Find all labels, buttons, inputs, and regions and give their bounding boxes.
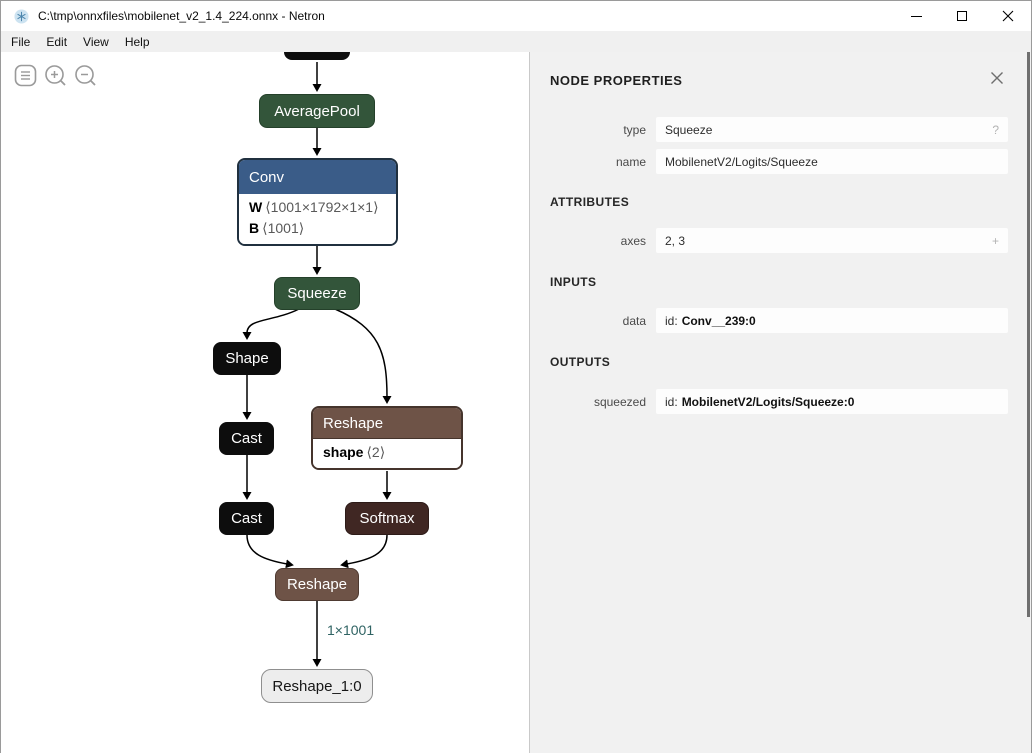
node-properties-panel: NODE PROPERTIES type Squeeze ? name Mobi… (530, 52, 1031, 753)
squeezed-output-row: squeezed id: MobilenetV2/Logits/Squeeze:… (550, 389, 1008, 414)
data-input-row: data id: Conv__239:0 (550, 308, 1008, 333)
node-attr-row: W⟨1001×1792×1×1⟩ (239, 197, 396, 218)
node-label: Reshape (286, 576, 348, 593)
type-field[interactable]: Squeeze ? (656, 117, 1008, 142)
node-label: Conv (249, 168, 285, 186)
graph-node-cast-1[interactable]: Cast (219, 422, 274, 455)
menu-edit[interactable]: Edit (46, 34, 68, 49)
menu-icon (21, 71, 30, 80)
node-attr-row: B⟨1001⟩ (239, 218, 396, 239)
minimize-icon (910, 15, 922, 17)
node-label: Reshape_1:0 (272, 677, 362, 695)
id-prefix: id: (665, 394, 678, 409)
window-controls (893, 1, 1031, 31)
minimize-button[interactable] (893, 1, 939, 31)
axes-label: axes (620, 233, 646, 248)
attr-name: B (249, 220, 260, 236)
node-label: Cast (231, 430, 262, 447)
window-title: C:\tmp\onnxfiles\mobilenet_v2_1.4_224.on… (38, 9, 325, 23)
attr-value: ⟨1001×1792×1×1⟩ (265, 199, 379, 215)
attr-name: shape (323, 444, 364, 460)
menu-view[interactable]: View (83, 34, 109, 49)
inputs-section-header: INPUTS (550, 275, 597, 289)
graph-node-cast-2[interactable]: Cast (219, 502, 274, 535)
name-field[interactable]: MobilenetV2/Logits/Squeeze (656, 149, 1008, 174)
menu-bar: File Edit View Help (1, 31, 1031, 52)
node-body: W⟨1001×1792×1×1⟩ B⟨1001⟩ (239, 194, 396, 244)
attr-name: W (249, 199, 263, 215)
maximize-icon (957, 11, 967, 21)
graph-node-shape[interactable]: Shape (213, 342, 281, 375)
zoom-out-icon (75, 65, 96, 86)
menu-help[interactable]: Help (124, 34, 150, 49)
panel-title: NODE PROPERTIES (550, 73, 683, 88)
graph-node-reshape-2[interactable]: Reshape (275, 568, 359, 601)
graph-edges (242, 62, 392, 667)
name-label: name (615, 154, 646, 169)
data-field[interactable]: id: Conv__239:0 (656, 308, 1008, 333)
type-label: type (623, 122, 646, 137)
graph-node-squeeze[interactable]: Squeeze (274, 277, 360, 310)
model-properties-button[interactable] (14, 64, 37, 87)
panel-scrollbar[interactable] (1027, 52, 1030, 617)
node-body: shape⟨2⟩ (313, 439, 461, 468)
node-label: Squeeze (287, 285, 347, 302)
node-label: Reshape (323, 414, 384, 432)
data-id-value: Conv__239:0 (681, 313, 756, 328)
node-label: Cast (231, 510, 262, 527)
type-help-icon[interactable]: ? (992, 122, 999, 137)
id-prefix: id: (665, 313, 678, 328)
name-row: name MobilenetV2/Logits/Squeeze (550, 149, 1008, 174)
graph-node-conv[interactable]: Conv W⟨1001×1792×1×1⟩ B⟨1001⟩ (237, 158, 398, 246)
netron-logo-icon (14, 8, 29, 24)
graph-node-reshape-1[interactable]: Reshape shape⟨2⟩ (311, 406, 463, 470)
node-attr-row: shape⟨2⟩ (313, 442, 461, 463)
menu-file[interactable]: File (11, 34, 31, 49)
squeezed-label: squeezed (593, 394, 646, 409)
edge-dimension-label: 1×1001 (327, 622, 375, 638)
node-label: AveragePool (274, 102, 360, 120)
zoom-in-icon (45, 65, 66, 86)
zoom-out-button[interactable] (74, 64, 97, 87)
type-value: Squeeze (665, 122, 713, 137)
graph-canvas[interactable]: AveragePool Conv W⟨1001×1792×1×1⟩ B⟨1001… (1, 52, 530, 753)
attr-value: ⟨1001⟩ (262, 220, 305, 236)
close-icon (1002, 10, 1014, 22)
axes-expand-icon[interactable]: + (991, 233, 999, 248)
graph-node-clipped[interactable] (284, 52, 350, 60)
attributes-section-header: ATTRIBUTES (550, 195, 630, 209)
close-icon (991, 72, 1003, 84)
axes-row: axes 2, 3 + (550, 228, 1008, 253)
close-button[interactable] (985, 1, 1031, 31)
graph-node-output-reshape-1-0[interactable]: Reshape_1:0 (261, 669, 373, 703)
panel-close-button[interactable] (990, 71, 1004, 85)
graph-node-softmax[interactable]: Softmax (345, 502, 429, 535)
maximize-button[interactable] (939, 1, 985, 31)
node-header: Reshape (313, 408, 461, 439)
node-label: Softmax (359, 510, 415, 527)
squeezed-field[interactable]: id: MobilenetV2/Logits/Squeeze:0 (656, 389, 1008, 414)
data-label: data (622, 313, 646, 328)
graph-node-averagepool[interactable]: AveragePool (259, 94, 375, 128)
node-label: Shape (225, 350, 269, 367)
node-header: Conv (239, 160, 396, 194)
title-bar: C:\tmp\onnxfiles\mobilenet_v2_1.4_224.on… (1, 1, 1031, 31)
attr-value: ⟨2⟩ (366, 444, 386, 460)
axes-field[interactable]: 2, 3 + (656, 228, 1008, 253)
axes-value: 2, 3 (665, 233, 686, 248)
canvas-toolbar (14, 64, 97, 87)
outputs-section-header: OUTPUTS (550, 355, 611, 369)
type-row: type Squeeze ? (550, 117, 1008, 142)
main-area: AveragePool Conv W⟨1001×1792×1×1⟩ B⟨1001… (1, 52, 1031, 753)
squeezed-id-value: MobilenetV2/Logits/Squeeze:0 (681, 394, 855, 409)
name-value: MobilenetV2/Logits/Squeeze (665, 154, 818, 169)
zoom-in-button[interactable] (44, 64, 67, 87)
